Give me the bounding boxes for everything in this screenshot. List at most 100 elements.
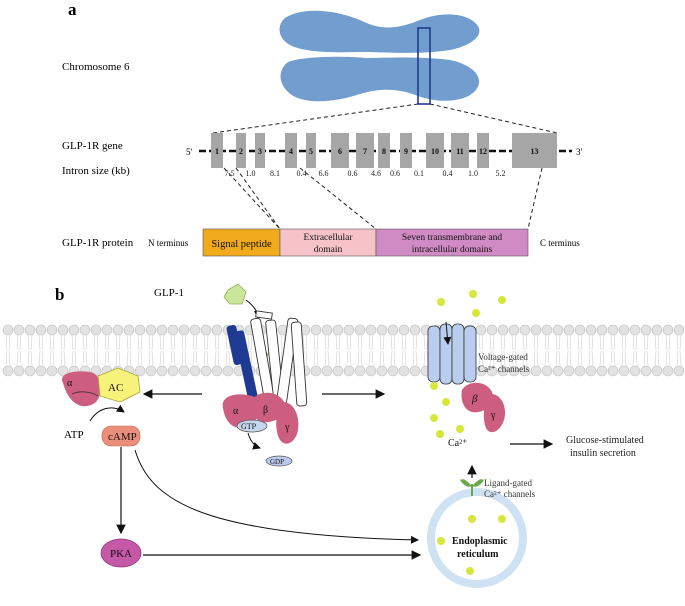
lipid-tail — [159, 334, 165, 367]
exon-8 — [378, 133, 390, 168]
intron-size: 8.1 — [270, 169, 280, 178]
lipid-tail — [82, 334, 88, 367]
lipid-tail — [126, 334, 132, 367]
lipid-head — [497, 324, 509, 336]
lipid-head — [376, 324, 388, 336]
calcium-ions — [430, 290, 506, 438]
lipid-head — [629, 365, 641, 377]
lipid-head — [112, 324, 124, 336]
lipid-head — [167, 324, 179, 336]
lipid-tail — [60, 334, 66, 367]
lipid-head — [13, 365, 25, 377]
lipid-tail — [544, 334, 550, 367]
exon-9 — [400, 133, 412, 168]
lipid-head — [618, 324, 630, 336]
ac-label: AC — [108, 382, 123, 394]
lipid-head — [541, 365, 553, 377]
lipid-head — [2, 324, 14, 336]
exon-1 — [211, 133, 223, 168]
calcium-label: Ca²⁺ — [448, 438, 467, 449]
camp-node — [101, 425, 141, 447]
lipid-head — [332, 365, 344, 377]
lipid-head — [541, 324, 553, 336]
exon-6 — [331, 133, 349, 168]
lipid-head — [486, 324, 498, 336]
lipid-head — [354, 324, 366, 336]
channel-beta-label: β — [471, 393, 478, 405]
lipid-head — [46, 324, 58, 336]
lipid-head — [508, 365, 520, 377]
glp1-ligand — [223, 283, 247, 305]
exon-5 — [306, 133, 316, 168]
lipid-head — [134, 324, 146, 336]
lipid-head — [145, 365, 157, 377]
exon-label: 4 — [289, 147, 293, 156]
exon-label: 13 — [531, 147, 539, 156]
lipid-head — [90, 324, 102, 336]
lipid-tail — [148, 334, 154, 367]
lipid-head — [13, 324, 25, 336]
c-terminus-label: C terminus — [540, 238, 580, 248]
secretion-label-2: insulin secretion — [570, 448, 636, 459]
intron-size-group: 7.51.08.10.46.60.64.60.60.10.41.05.2 — [225, 169, 506, 178]
exon-label: 9 — [404, 147, 408, 156]
lipid-head — [222, 365, 234, 377]
lipid-head — [640, 365, 652, 377]
lipid-head — [35, 365, 47, 377]
lipid-head — [321, 324, 333, 336]
vg-channel-label-2: Ca²⁺ channels — [478, 364, 530, 374]
lipid-head — [596, 324, 608, 336]
g-gamma-label: γ — [284, 422, 290, 433]
lipid-tail — [214, 334, 220, 367]
panel-a-label: a — [68, 0, 77, 19]
lipid-head — [519, 365, 531, 377]
chromosome-6 — [279, 10, 480, 105]
lipid-tail — [203, 334, 209, 367]
lipid-tail — [401, 334, 407, 367]
pka-label: PKA — [110, 548, 132, 560]
exon-10 — [426, 133, 444, 168]
intron-size: 0.6 — [390, 169, 400, 178]
lg-channel-label-2: Ca²⁺ channels — [484, 489, 536, 499]
camp-label: cAMP — [108, 431, 137, 443]
lipid-tail — [16, 334, 22, 367]
lipid-tail — [346, 334, 352, 367]
lipid-head — [607, 365, 619, 377]
lipid-head — [200, 365, 212, 377]
protein-domain-label: Seven transmembrane and — [402, 233, 502, 243]
lipid-tail — [621, 334, 627, 367]
lipid-head — [552, 324, 564, 336]
exon-2 — [236, 133, 246, 168]
lipid-head — [101, 324, 113, 336]
chromosome-label: Chromosome 6 — [62, 61, 130, 73]
intron-size: 0.4 — [297, 169, 307, 178]
g-protein-heterotrimer: α β γ GTP GDP — [222, 392, 299, 467]
exon-label: 6 — [338, 147, 342, 156]
protein-domain-label: intracellular domains — [412, 245, 493, 255]
lipid-tail — [49, 334, 55, 367]
intron-size: 4.6 — [371, 169, 381, 178]
lipid-head — [156, 324, 168, 336]
protein-domain-label: Extracellular — [303, 233, 353, 243]
lipid-head — [343, 324, 355, 336]
pka-node — [100, 538, 142, 568]
exon-label: 3 — [258, 147, 262, 156]
lipid-head — [189, 365, 201, 377]
lipid-head — [574, 365, 586, 377]
lipid-head — [519, 324, 531, 336]
intron-size: 1.0 — [246, 169, 256, 178]
lipid-tail — [632, 334, 638, 367]
lipid-head — [35, 324, 47, 336]
lipid-head — [508, 324, 520, 336]
lipid-tail — [489, 334, 495, 367]
lipid-tail — [335, 334, 341, 367]
lipid-tail — [533, 334, 539, 367]
lipid-tail — [27, 334, 33, 367]
lipid-head — [662, 324, 674, 336]
lipid-head — [486, 365, 498, 377]
protein-domain-label: domain — [314, 245, 343, 255]
er-label-2: reticulum — [457, 549, 499, 560]
lipid-tail — [500, 334, 506, 367]
